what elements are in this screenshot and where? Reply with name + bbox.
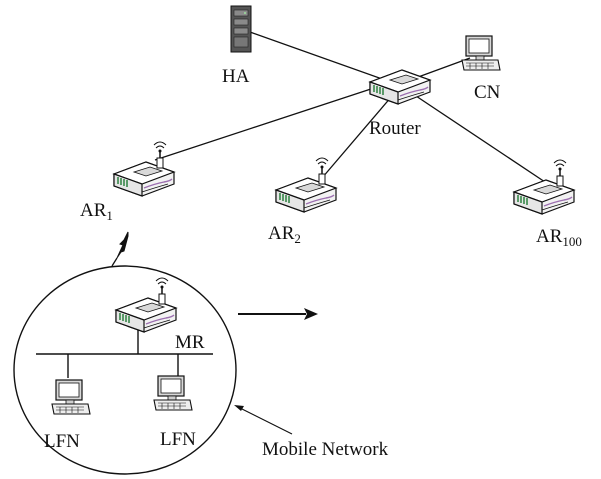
ar1-access-router-icon <box>113 141 175 197</box>
link-router-ar2 <box>321 95 393 179</box>
movement-arrow <box>238 308 318 320</box>
ha-label: HA <box>222 66 250 87</box>
mr-label: MR <box>175 332 205 353</box>
link-router-ar1 <box>154 85 381 161</box>
lightning-link-icon <box>116 231 129 259</box>
mobile-network-boundary <box>13 265 237 475</box>
ar2-label-sub: 2 <box>294 231 301 246</box>
wireless-link-line <box>111 257 118 267</box>
lfn1-label: LFN <box>44 431 80 452</box>
mobile-network-callout-arrow <box>234 405 293 435</box>
cn-workstation-icon <box>461 35 501 71</box>
lan-bus <box>36 330 213 378</box>
link-router-ar100 <box>409 91 546 183</box>
ar1-label: AR1 <box>80 200 113 223</box>
ar2-label-main: AR <box>268 223 295 244</box>
ar2-label: AR2 <box>268 223 301 246</box>
lfn2-label: LFN <box>160 429 196 450</box>
router-label: Router <box>369 118 421 139</box>
mobile-network-label: Mobile Network <box>262 439 389 460</box>
ar100-label-main: AR <box>536 226 563 247</box>
ar100-label: AR100 <box>536 226 582 249</box>
mr-mobile-router-icon <box>115 277 177 333</box>
link-ha-router <box>249 31 386 81</box>
ar1-label-sub: 1 <box>106 208 113 223</box>
ha-server-icon <box>230 5 252 53</box>
lfn2-workstation-icon <box>153 375 193 411</box>
ar100-label-sub: 100 <box>562 234 582 249</box>
ar2-access-router-icon <box>275 157 337 213</box>
lfn1-workstation-icon <box>51 379 91 415</box>
cn-label: CN <box>474 82 501 103</box>
ar1-label-main: AR <box>80 200 107 221</box>
